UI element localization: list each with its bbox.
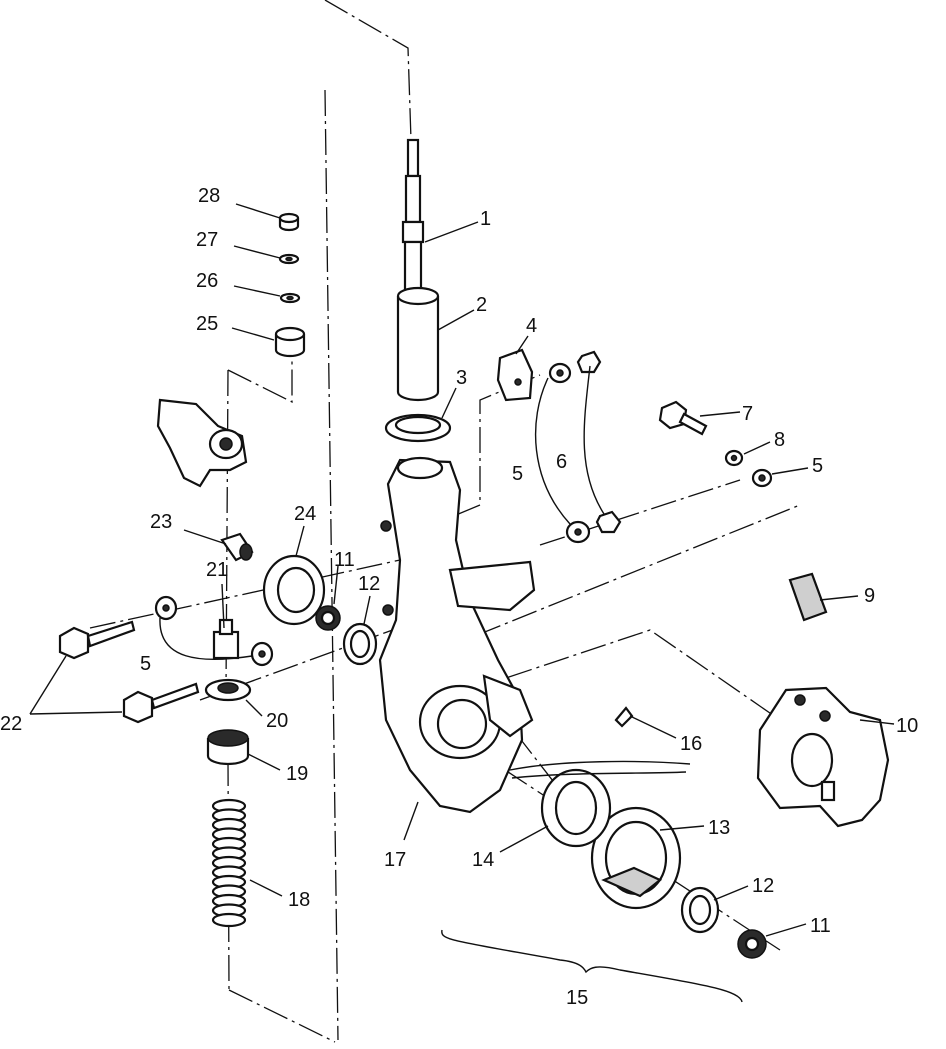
callout-23: 23: [150, 511, 172, 533]
bolt-22-lower: [122, 682, 200, 724]
callout-27: 27: [196, 229, 218, 251]
spring-bushing: [206, 729, 250, 766]
callout-11-upper: 11: [334, 549, 355, 571]
callout-28: 28: [198, 185, 220, 207]
bracket-plate: [496, 348, 534, 402]
washer-upper: [548, 362, 572, 384]
brake-caliper: [756, 686, 890, 828]
adjuster-nut: [212, 618, 240, 660]
bearing-ring-upper: [342, 622, 378, 666]
washer-right: [751, 468, 773, 488]
callout-16: 16: [680, 733, 702, 755]
stud-23: [220, 532, 254, 562]
nut-upper: [576, 350, 602, 374]
washer-left-upper: [154, 595, 178, 621]
callout-24: 24: [294, 503, 316, 525]
bearing-ring-lower: [680, 886, 720, 934]
callout-2: 2: [476, 294, 487, 316]
callout-21: 21: [206, 559, 228, 581]
callout-15: 15: [566, 987, 588, 1009]
washer-8: [724, 449, 744, 467]
mount-bracket: [156, 398, 248, 488]
seal-ring: [384, 413, 452, 443]
callout-18: 18: [288, 889, 310, 911]
bolt-7: [658, 400, 708, 436]
washer-lower: [565, 520, 591, 544]
callout-13: 13: [708, 817, 730, 839]
callout-19: 19: [286, 763, 308, 785]
callout-14: 14: [472, 849, 494, 871]
wheel-bearing: [590, 806, 682, 910]
callout-10: 10: [896, 715, 918, 737]
leader-lines: [29, 203, 895, 1003]
bushing-25: [274, 326, 306, 358]
callout-7: 7: [742, 403, 753, 425]
callout-3: 3: [456, 367, 467, 389]
grease-fitting: [509, 706, 691, 779]
washer-left-lower: [250, 641, 274, 667]
callout-labels: 1 2 3 4 5 6 7 8 5 9 10 11 12 13 14 15 16…: [0, 185, 918, 1009]
callout-25: 25: [196, 313, 218, 335]
callout-9: 9: [864, 585, 875, 607]
callout-6: 6: [556, 451, 567, 473]
callout-1: 1: [480, 208, 491, 230]
flange-nut: [204, 678, 252, 702]
spindle-nut-lower: [737, 929, 767, 959]
spindle-nut-upper: [315, 605, 341, 631]
callout-8: 8: [774, 429, 785, 451]
callout-17: 17: [384, 849, 406, 871]
callout-4: 4: [526, 315, 537, 337]
callout-26: 26: [196, 270, 218, 292]
nut-28: [278, 212, 300, 232]
spring-coil: [211, 912, 247, 928]
grease-seal: [540, 768, 612, 848]
shock-shaft: [401, 138, 425, 294]
callout-11-lower: 11: [810, 915, 831, 937]
callout-5-right: 5: [812, 455, 823, 477]
callout-22: 22: [0, 713, 22, 735]
spindle-housing: [378, 456, 536, 814]
washer-27: [278, 253, 300, 265]
callout-12-upper: 12: [358, 573, 380, 595]
callout-20: 20: [266, 710, 288, 732]
shock-sleeve: [396, 286, 440, 402]
callout-5-upper: 5: [512, 463, 523, 485]
washer-26: [279, 292, 301, 304]
nut-lower: [595, 510, 622, 534]
bushing-disc: [262, 554, 326, 626]
brake-pad: [788, 572, 828, 622]
callout-5-left: 5: [140, 653, 151, 675]
bolt-22-upper: [58, 620, 136, 660]
callout-12-lower: 12: [752, 875, 774, 897]
coil-spring: [211, 798, 247, 928]
